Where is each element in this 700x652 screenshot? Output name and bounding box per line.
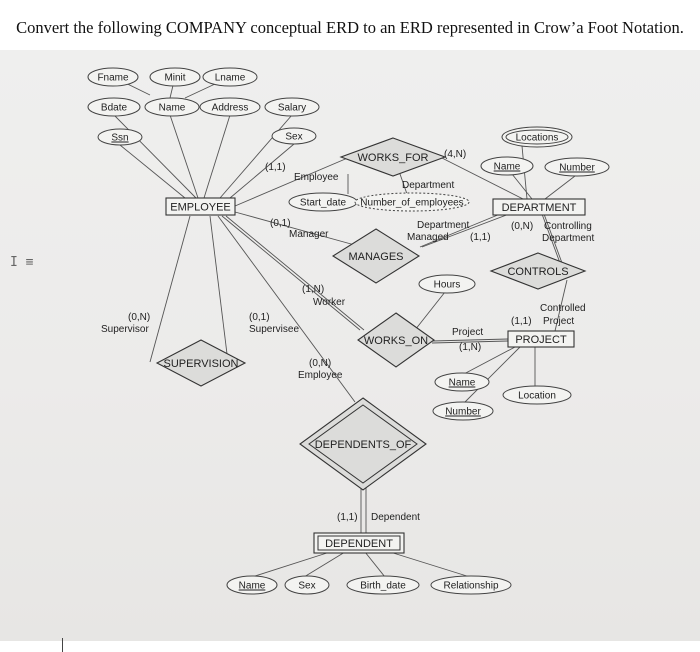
relationship-supervision: SUPERVISION — [155, 339, 247, 387]
svg-text:Bdate: Bdate — [101, 103, 128, 114]
svg-text:DEPARTMENT: DEPARTMENT — [502, 202, 577, 214]
attribute-proj-name: Name — [434, 372, 490, 392]
attribute-locations-multivalued: Locations — [501, 126, 573, 148]
connector-lines — [112, 76, 576, 578]
svg-text:Name: Name — [449, 378, 476, 389]
entity-employee: EMPLOYEE — [165, 197, 236, 216]
attribute-location: Location — [502, 385, 572, 405]
attribute-proj-number: Number — [432, 401, 494, 421]
label-dep-emp-card: (0,N) — [309, 358, 331, 369]
svg-text:CONTROLS: CONTROLS — [507, 266, 568, 278]
label-ctrl-dept-role2: Department — [542, 233, 594, 244]
label-dep-dep-card: (1,1) — [337, 512, 358, 523]
label-wf-emp-role: Employee — [294, 172, 339, 183]
label-ctrl-proj-card: (1,1) — [511, 316, 532, 327]
svg-text:Lname: Lname — [215, 73, 246, 84]
svg-text:Hours: Hours — [434, 280, 461, 291]
svg-text:EMPLOYEE: EMPLOYEE — [170, 202, 231, 214]
label-sup-card: (0,N) — [128, 312, 150, 323]
label-mg-emp-card: (0,1) — [270, 218, 291, 229]
entity-dependent-weak: DEPENDENT — [313, 532, 405, 554]
caret-mark — [62, 638, 63, 652]
attribute-dept-name: Name — [480, 156, 534, 176]
attribute-dependent-name: Name — [226, 575, 278, 595]
svg-text:DEPENDENTS_OF: DEPENDENTS_OF — [315, 439, 412, 451]
svg-text:Start_date: Start_date — [300, 198, 347, 209]
relationship-works-for: WORKS_FOR — [339, 137, 447, 177]
label-mg-emp-role: Manager — [289, 229, 329, 240]
relationship-manages: MANAGES — [331, 228, 421, 284]
attribute-hours: Hours — [418, 274, 476, 294]
label-dep-dep-role: Dependent — [371, 512, 420, 523]
svg-text:PROJECT: PROJECT — [515, 334, 567, 346]
relationship-works-on: WORKS_ON — [357, 312, 435, 368]
svg-text:Number_of_employees: Number_of_employees — [360, 198, 463, 209]
svg-text:Locations: Locations — [516, 133, 559, 144]
svg-text:Address: Address — [212, 103, 249, 114]
attribute-dept-number: Number — [544, 157, 610, 177]
entity-department: DEPARTMENT — [492, 198, 586, 216]
question-text: Convert the following COMPANY conceptual… — [16, 18, 684, 37]
label-supee-card: (0,1) — [249, 312, 270, 323]
attribute-sex: Sex — [271, 127, 317, 145]
svg-text:Ssn: Ssn — [111, 133, 128, 144]
svg-text:Sex: Sex — [298, 581, 315, 592]
label-ctrl-proj-role1: Controlled — [540, 303, 586, 314]
label-mg-dept-role1: Department — [417, 220, 469, 231]
svg-text:DEPENDENT: DEPENDENT — [325, 538, 393, 550]
svg-text:Number: Number — [445, 407, 481, 418]
label-won-proj-role: Project — [452, 327, 483, 338]
label-wf-dept-card: (4,N) — [444, 149, 466, 160]
label-wf-emp-card: (1,1) — [265, 162, 286, 173]
svg-text:Birth_date: Birth_date — [360, 581, 406, 592]
svg-text:Sex: Sex — [285, 132, 302, 143]
svg-text:Fname: Fname — [97, 73, 129, 84]
svg-text:Name: Name — [159, 103, 186, 114]
svg-text:Salary: Salary — [278, 103, 306, 114]
label-mg-dept-card: (1,1) — [470, 232, 491, 243]
svg-text:WORKS_ON: WORKS_ON — [364, 335, 428, 347]
role-labels: (1,1) Employee (4,N) Department (0,1) Ma… — [101, 149, 594, 523]
svg-text:Minit: Minit — [164, 73, 185, 84]
attribute-start-date: Start_date — [288, 192, 358, 212]
label-ctrl-proj-role2: Project — [543, 316, 574, 327]
attribute-number-of-employees-derived: Number_of_employees — [354, 192, 470, 212]
label-won-emp-card: (1,N) — [302, 284, 324, 295]
svg-text:Relationship: Relationship — [443, 581, 498, 592]
label-supee-role: Supervisee — [249, 324, 299, 335]
svg-text:Name: Name — [494, 162, 521, 173]
svg-text:Name: Name — [239, 581, 266, 592]
attribute-relationship: Relationship — [430, 575, 512, 595]
attribute-minit: Minit — [149, 67, 201, 87]
attribute-ssn-key: Ssn — [97, 128, 143, 146]
text-cursor-icon: I ≡ — [10, 255, 34, 270]
label-ctrl-dept-role1: Controlling — [544, 221, 592, 232]
erd-photo: Fname Minit Lname Bdate Name Address Sal… — [0, 50, 700, 652]
relationship-controls: CONTROLS — [489, 252, 587, 290]
svg-text:Location: Location — [518, 391, 556, 402]
attribute-dependent-sex: Sex — [284, 575, 330, 595]
svg-text:MANAGES: MANAGES — [348, 251, 403, 263]
attribute-address: Address — [199, 97, 261, 117]
label-dep-emp-role: Employee — [298, 370, 343, 381]
attribute-fname: Fname — [87, 67, 139, 87]
attribute-salary: Salary — [264, 97, 320, 117]
label-mg-dept-role2: Managed — [407, 232, 449, 243]
attribute-bdate: Bdate — [87, 97, 141, 117]
label-won-emp-role: Worker — [313, 297, 346, 308]
attribute-lname: Lname — [202, 67, 258, 87]
label-sup-role: Supervisor — [101, 324, 149, 335]
label-ctrl-dept-card: (0,N) — [511, 221, 533, 232]
entity-project: PROJECT — [507, 330, 575, 348]
erd-diagram: Fname Minit Lname Bdate Name Address Sal… — [87, 67, 610, 595]
label-wf-dept-role: Department — [402, 180, 454, 191]
svg-text:Number: Number — [559, 163, 595, 174]
svg-text:WORKS_FOR: WORKS_FOR — [358, 152, 429, 164]
svg-text:SUPERVISION: SUPERVISION — [164, 358, 239, 370]
label-won-proj-card: (1,N) — [459, 342, 481, 353]
attribute-name: Name — [144, 97, 200, 117]
relationship-dependents-of-identifying: DEPENDENTS_OF — [299, 397, 427, 491]
attribute-birth-date: Birth_date — [346, 575, 420, 595]
